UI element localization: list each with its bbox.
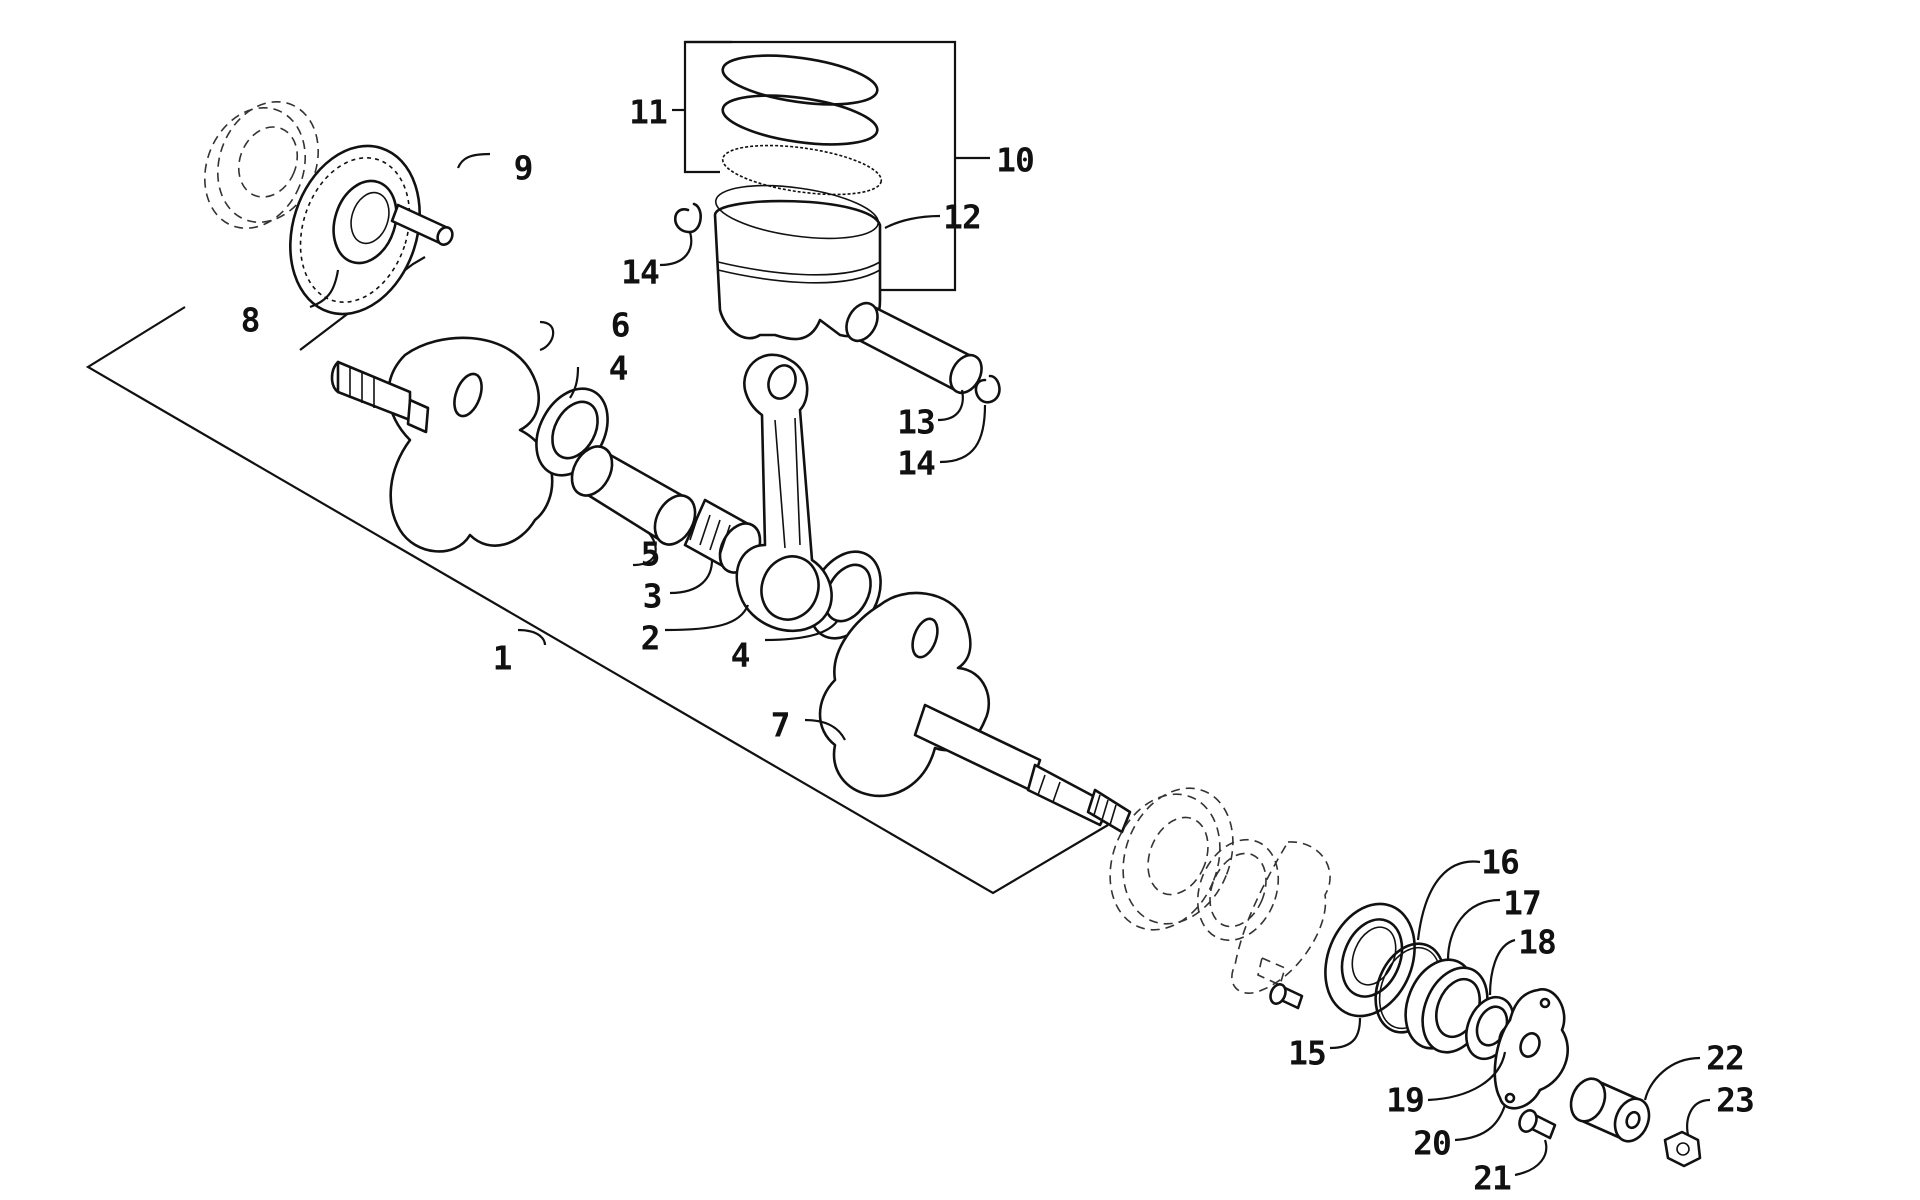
callout-12: 12 bbox=[943, 197, 982, 237]
oil-seal bbox=[1324, 902, 1416, 1018]
callout-19: 19 bbox=[1386, 1080, 1425, 1120]
piston-rings bbox=[721, 54, 883, 196]
crank-gear bbox=[289, 144, 421, 316]
left-crank-web bbox=[330, 336, 554, 553]
dowel-pin bbox=[390, 203, 454, 247]
callout-2: 2 bbox=[640, 618, 661, 658]
piston bbox=[713, 184, 882, 341]
crank-pin bbox=[570, 445, 697, 546]
callout-15: 15 bbox=[1288, 1033, 1327, 1073]
callout-11: 11 bbox=[629, 92, 668, 132]
callout-21: 21 bbox=[1473, 1158, 1512, 1198]
bushing bbox=[1404, 958, 1489, 1054]
callout-4-upper: 4 bbox=[608, 348, 629, 388]
callout-10: 10 bbox=[996, 140, 1035, 180]
connecting-rod bbox=[735, 353, 833, 633]
crankshaft-assembly-bracket bbox=[85, 256, 1109, 895]
callout-17: 17 bbox=[1503, 883, 1542, 923]
callout-23: 23 bbox=[1716, 1080, 1755, 1120]
screws bbox=[1269, 983, 1557, 1140]
piston-pin bbox=[845, 301, 983, 395]
callout-1: 1 bbox=[492, 638, 513, 678]
callout-16: 16 bbox=[1481, 842, 1520, 882]
right-crank-web bbox=[818, 591, 1132, 834]
nut bbox=[1663, 1130, 1702, 1168]
callout-13: 13 bbox=[897, 402, 936, 442]
callout-9: 9 bbox=[513, 148, 534, 188]
callout-4-lower: 4 bbox=[730, 635, 751, 675]
retainer-plate bbox=[1493, 988, 1570, 1110]
callout-14-upper: 14 bbox=[621, 252, 660, 292]
callout-6: 6 bbox=[610, 305, 631, 345]
leader-lines bbox=[309, 152, 1711, 1177]
right-main-bearing bbox=[1109, 787, 1331, 994]
callout-18: 18 bbox=[1518, 922, 1557, 962]
callout-3: 3 bbox=[642, 576, 663, 616]
callout-20: 20 bbox=[1413, 1123, 1452, 1163]
callout-22: 22 bbox=[1706, 1038, 1745, 1078]
callout-7: 7 bbox=[770, 705, 791, 745]
callout-14-lower: 14 bbox=[897, 443, 936, 483]
collar bbox=[1569, 1077, 1651, 1143]
callout-5: 5 bbox=[640, 534, 661, 574]
callout-8: 8 bbox=[240, 300, 261, 340]
